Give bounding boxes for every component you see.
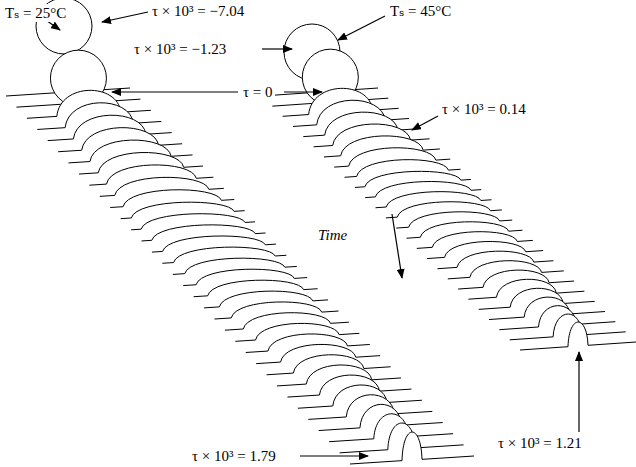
- leader-line: [578, 352, 579, 432]
- profile-mask: [510, 314, 626, 342]
- droplet-profile: [520, 322, 636, 350]
- leader-line: [262, 48, 292, 49]
- leader-line: [412, 116, 438, 130]
- droplet-profile: [510, 314, 626, 340]
- leader-line: [300, 455, 368, 456]
- leader-line: [112, 91, 238, 92]
- leader-line: [338, 16, 385, 40]
- profile-sequence-45: [262, 24, 636, 352]
- profile-mask: [520, 322, 636, 352]
- annotation-label: τ × 10³ = 1.21: [496, 434, 584, 452]
- annotation-label: τ = 0: [241, 83, 275, 101]
- leader-line: [102, 12, 148, 22]
- profile-mask: [340, 423, 464, 455]
- annotation-label: τ × 10³ = −1.23: [132, 40, 228, 58]
- droplet-profile: [340, 423, 464, 453]
- annotation-label: Tₛ = 45°C: [388, 2, 453, 20]
- droplet-profile: [350, 432, 474, 464]
- leader-lines: [40, 12, 579, 456]
- profile-sequence-25: [6, 0, 474, 466]
- annotation-label: τ × 10³ = 0.14: [440, 100, 528, 118]
- annotation-label: Time: [316, 226, 349, 244]
- leader-line: [284, 91, 322, 92]
- annotation-label: τ × 10³ = −7.04: [150, 2, 246, 20]
- time-arrow: [392, 214, 402, 278]
- profile-mask: [350, 432, 474, 466]
- annotation-label: Tₛ = 25°C: [3, 4, 68, 22]
- annotation-label: τ × 10³ = 1.79: [190, 447, 278, 465]
